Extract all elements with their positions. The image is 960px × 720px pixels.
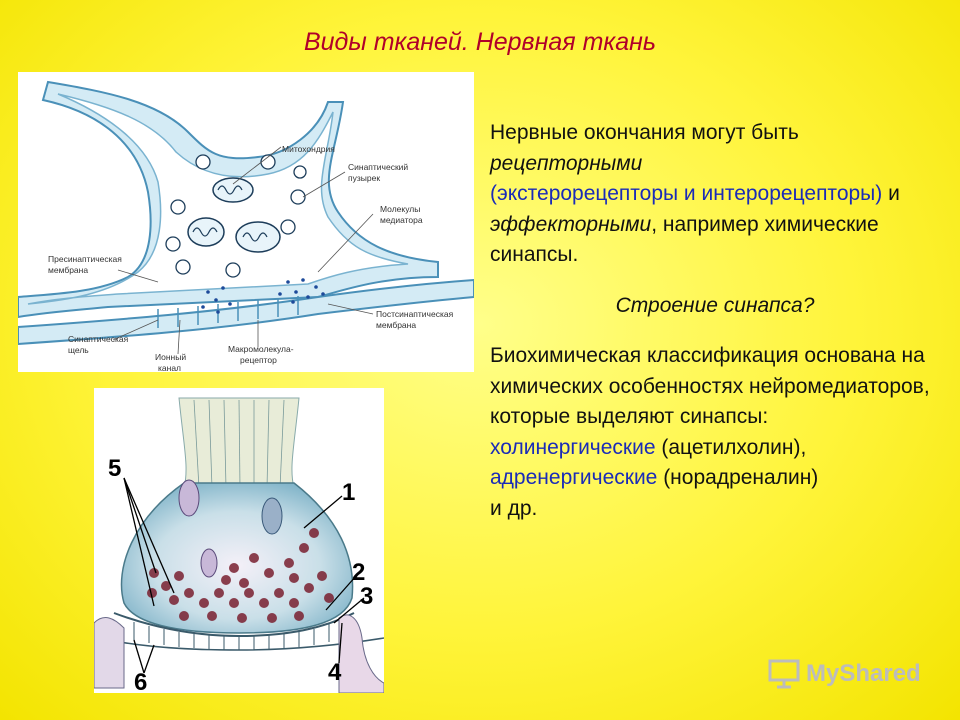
drawing-number-2: 2 [352, 559, 365, 586]
watermark: MyShared [768, 658, 921, 690]
synapse-drawing-svg: 5 1 2 3 4 6 [93, 397, 385, 696]
vesicles [147, 528, 334, 623]
slide-text: Нервные окончания могут быть рецепторным… [490, 118, 940, 524]
presentation-board-icon [768, 659, 800, 689]
label-presynaptic-2: мембрана [48, 265, 88, 275]
mitochondrion [212, 177, 254, 203]
watermark-text: MyShared [806, 660, 921, 687]
text-and: и [882, 182, 900, 205]
text-receptor-term: рецепторными [490, 151, 643, 175]
mitochondrion [235, 221, 281, 253]
text-acetylcholine: (ацетилхолин), [655, 435, 807, 459]
label-mediator-2: медиатора [380, 215, 423, 225]
drawing-number-6: 6 [134, 669, 147, 693]
text-etc: и др. [490, 496, 538, 520]
paragraph-endings: Нервные окончания могут быть рецепторным… [490, 118, 940, 271]
synapse-diagram-svg: Митохондрия Синаптический пузырек Молеку… [17, 80, 475, 373]
mitochondrion [187, 217, 225, 247]
drawing-number-5: 5 [108, 455, 121, 482]
synapse-drawing: 5 1 2 3 4 6 [93, 388, 385, 696]
label-cleft-1: Синаптическая [68, 334, 129, 344]
text-example: , например химические синапсы. [490, 212, 879, 267]
label-vesicle-2: пузырек [348, 173, 380, 183]
text-effector-term: эффекторными [490, 212, 652, 236]
synapse-diagram: Митохондрия Синаптический пузырек Молеку… [17, 72, 475, 373]
label-mediator-1: Молекулы [380, 204, 420, 214]
text-classification: Биохимическая классификация основана на … [490, 344, 930, 428]
label-presynaptic-1: Пресинаптическая [48, 254, 122, 264]
terminal-cytoplasm [27, 93, 409, 305]
label-ion-channel-2: канал [158, 363, 181, 372]
synaptic-vesicles [165, 154, 307, 278]
text-adrenergic: адренергические [490, 466, 658, 489]
text-endings-intro: Нервные окончания могут быть [490, 121, 799, 144]
label-postsynaptic-2: мембрана [376, 320, 416, 330]
text-cholinergic: холинергические [490, 435, 656, 459]
label-cleft-2: щель [68, 345, 89, 355]
synaptic-bulb [120, 482, 354, 634]
label-mitochondria: Митохондрия [282, 144, 335, 154]
text-noradrenaline: (норадреналин) [657, 466, 819, 489]
label-receptor-1: Макромолекула- [228, 344, 294, 354]
slide-title: Виды тканей. Нервная ткань [303, 28, 657, 56]
drawing-number-1: 1 [342, 479, 355, 506]
label-ion-channel-1: Ионный [155, 352, 186, 362]
drawing-number-3: 3 [360, 583, 373, 610]
synapse-question: Строение синапса? [615, 293, 815, 317]
paragraph-classification: Биохимическая классификация основана на … [490, 341, 940, 524]
text-receptor-types: (экстерорецепторы и интерорецепторы) [490, 182, 883, 205]
mediator-molecules [201, 278, 325, 314]
drawing-number-4: 4 [328, 659, 342, 686]
label-postsynaptic-1: Постсинаптическая [376, 309, 454, 319]
label-vesicle-1: Синаптический [348, 162, 408, 172]
label-receptor-2: рецептор [240, 355, 277, 365]
